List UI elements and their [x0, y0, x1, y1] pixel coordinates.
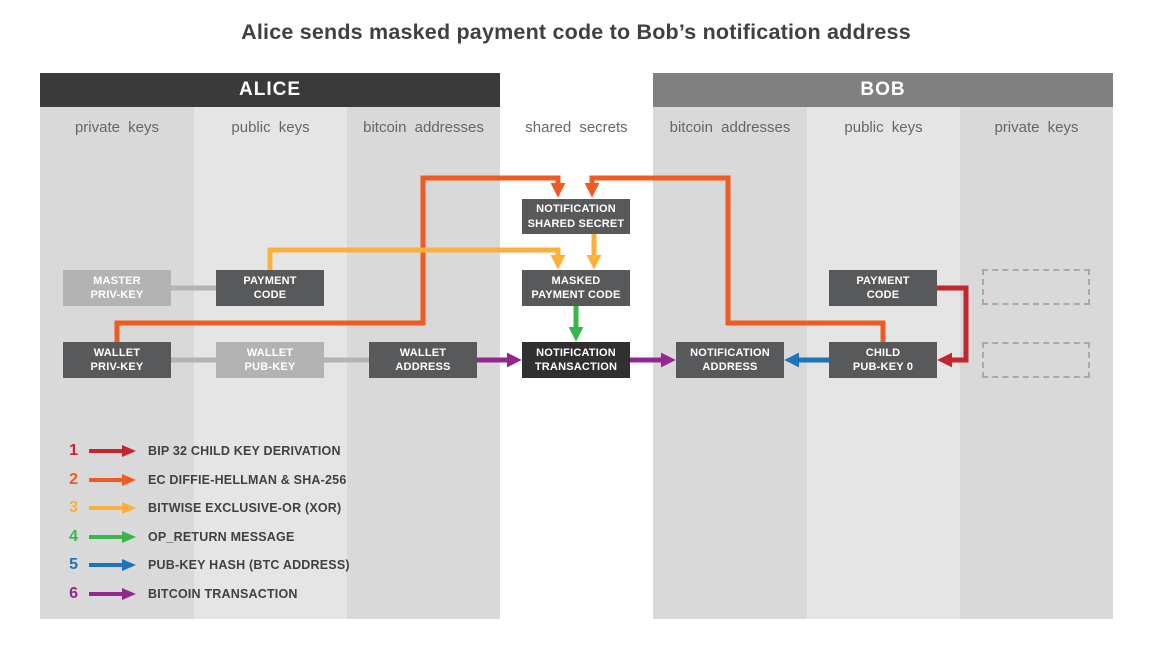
- box-bob-hidden-private-key-1: [982, 269, 1090, 305]
- column-label-bob-private-keys: private keys: [994, 119, 1079, 136]
- box-notification-shared-secret: NOTIFICATION SHARED SECRET: [522, 199, 630, 234]
- legend-item-op-return: 4 OP_RETURN MESSAGE: [62, 523, 350, 552]
- box-masked-payment-code: MASKED PAYMENT CODE: [522, 270, 630, 306]
- legend-item-pubkey-hash: 5 PUB-KEY HASH (BTC ADDRESS): [62, 551, 350, 580]
- column-label-alice-private-keys: private keys: [74, 119, 160, 136]
- legend-red-arrow-icon: [89, 445, 136, 458]
- column-label-bob-public-keys: public keys: [844, 119, 923, 136]
- legend-number: 3: [69, 499, 78, 517]
- legend-label: PUB-KEY HASH (BTC ADDRESS): [148, 558, 350, 573]
- box-notification-address: NOTIFICATION ADDRESS: [676, 342, 784, 378]
- legend-label: BIP 32 CHILD KEY DERIVATION: [148, 444, 341, 459]
- legend-number: 2: [69, 470, 78, 488]
- legend-item-xor: 3 BITWISE EXCLUSIVE-OR (XOR): [62, 494, 350, 523]
- legend-item-bip32: 1 BIP 32 CHILD KEY DERIVATION: [62, 437, 350, 466]
- column-label-shared-secrets: shared secrets: [525, 119, 628, 136]
- legend-amber-arrow-icon: [89, 502, 136, 515]
- column-label-alice-bitcoin-addresses: bitcoin addresses: [363, 119, 484, 136]
- legend-orange-arrow-icon: [89, 473, 136, 486]
- legend: 1 BIP 32 CHILD KEY DERIVATION 2 EC DIFFI…: [62, 437, 350, 608]
- box-master-priv-key: MASTER PRIV-KEY: [63, 270, 171, 306]
- legend-label: BITCOIN TRANSACTION: [148, 586, 298, 601]
- box-bob-payment-code: PAYMENT CODE: [829, 270, 937, 306]
- legend-item-bitcoin-tx: 6 BITCOIN TRANSACTION: [62, 580, 350, 609]
- box-child-pub-key-0: CHILD PUB-KEY 0: [829, 342, 937, 378]
- legend-blue-arrow-icon: [89, 559, 136, 572]
- legend-label: BITWISE EXCLUSIVE-OR (XOR): [148, 501, 342, 516]
- legend-label: EC DIFFIE-HELLMAN & SHA-256: [148, 472, 347, 487]
- legend-label: OP_RETURN MESSAGE: [148, 529, 295, 544]
- box-notification-transaction: NOTIFICATION TRANSACTION: [522, 342, 630, 378]
- column-label-alice-public-keys: public keys: [231, 119, 310, 136]
- box-alice-payment-code: PAYMENT CODE: [216, 270, 324, 306]
- column-label-bob-bitcoin-addresses: bitcoin addresses: [669, 119, 791, 136]
- box-wallet-priv-key: WALLET PRIV-KEY: [63, 342, 171, 378]
- alice-panel-header: ALICE: [40, 73, 500, 107]
- legend-purple-arrow-icon: [89, 587, 136, 600]
- legend-number: 5: [69, 556, 78, 574]
- box-bob-hidden-private-key-2: [982, 342, 1090, 378]
- legend-item-ecdh: 2 EC DIFFIE-HELLMAN & SHA-256: [62, 466, 350, 495]
- legend-green-arrow-icon: [89, 530, 136, 543]
- box-wallet-pub-key: WALLET PUB-KEY: [216, 342, 324, 378]
- page-title: Alice sends masked payment code to Bob’s…: [241, 20, 911, 44]
- column-bob-private-keys: [960, 107, 1113, 619]
- box-wallet-address: WALLET ADDRESS: [369, 342, 477, 378]
- bob-panel-header: BOB: [653, 73, 1113, 107]
- legend-number: 6: [69, 584, 78, 602]
- legend-number: 4: [69, 527, 78, 545]
- legend-number: 1: [69, 442, 78, 460]
